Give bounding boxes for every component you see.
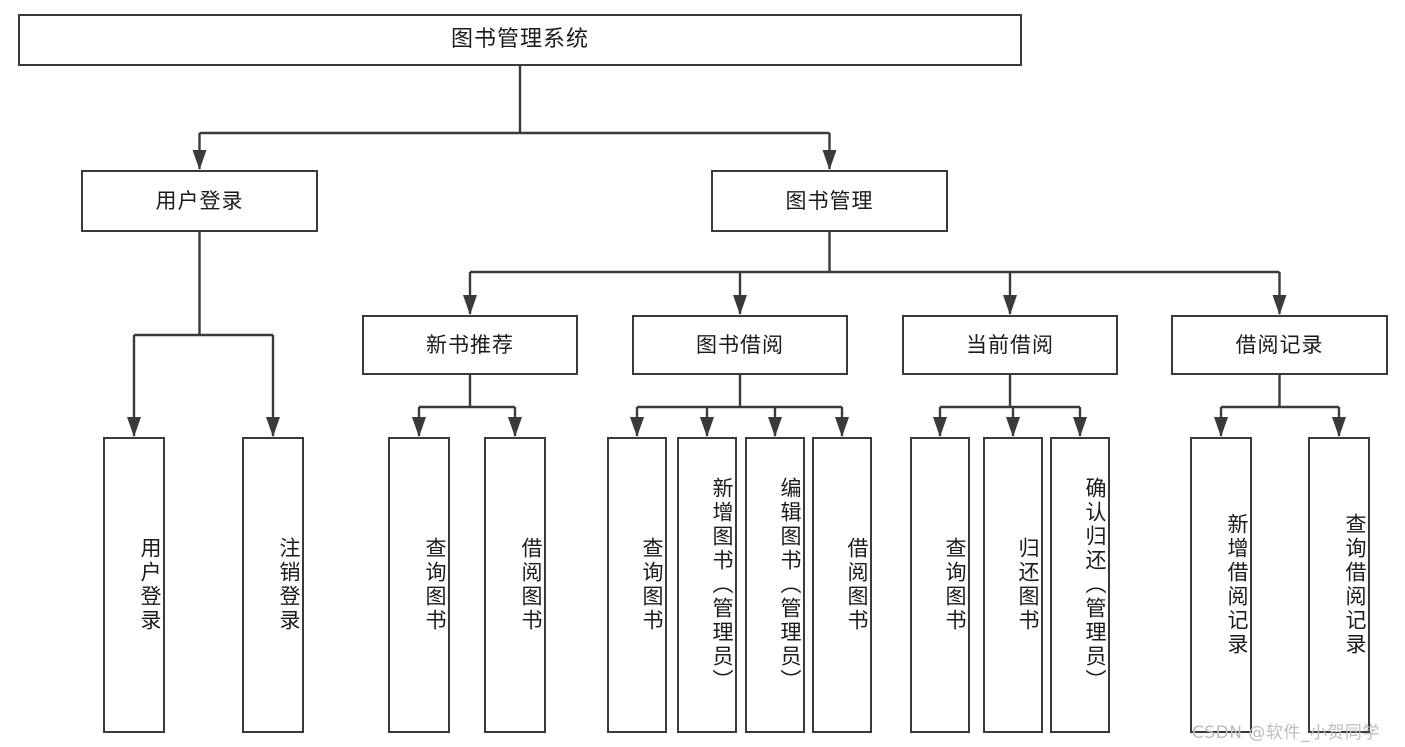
borrow-bus-arrow-l8 (835, 417, 849, 437)
node-newbook[interactable]: 新书推荐 (362, 315, 578, 375)
current-bus-arrow-l9 (933, 417, 947, 437)
borrow-bus-arrow-l7 (768, 417, 782, 437)
login-bus-arrow-l2 (266, 417, 280, 437)
node-records[interactable]: 借阅记录 (1171, 315, 1388, 375)
node-root[interactable]: 图书管理系统 (18, 14, 1022, 66)
node-l1[interactable]: 用户登录 (103, 437, 165, 733)
current-bus-arrow-l11 (1073, 417, 1087, 437)
newbook-bus-arrow-l3 (412, 417, 426, 437)
node-l5[interactable]: 查询图书 (607, 437, 667, 733)
node-l11[interactable]: 确认归还（管理员） (1050, 437, 1110, 733)
node-l6[interactable]: 新增图书（管理员） (677, 437, 737, 733)
node-l13[interactable]: 查询借阅记录 (1308, 437, 1370, 733)
node-borrow[interactable]: 图书借阅 (632, 315, 848, 375)
records-bus-arrow-l13 (1332, 417, 1346, 437)
current-bus-arrow-l10 (1006, 417, 1020, 437)
node-l2[interactable]: 注销登录 (242, 437, 304, 733)
bookmgmt-bus-arrow-current (1003, 295, 1017, 315)
root-bus-arrow-login (192, 150, 207, 170)
root-bus-arrow-bookmgmt (822, 150, 837, 170)
records-bus-arrow-l12 (1214, 417, 1228, 437)
watermark-label: CSDN @软件_小贺同学 (1192, 723, 1380, 743)
bookmgmt-bus-arrow-newbook (463, 295, 477, 315)
node-login[interactable]: 用户登录 (81, 170, 318, 232)
node-l12[interactable]: 新增借阅记录 (1190, 437, 1252, 733)
login-bus-arrow-l1 (127, 417, 141, 437)
node-bookmgmt[interactable]: 图书管理 (711, 170, 948, 232)
node-current[interactable]: 当前借阅 (902, 315, 1118, 375)
bookmgmt-bus-arrow-borrow (733, 295, 747, 315)
node-l4[interactable]: 借阅图书 (484, 437, 546, 733)
borrow-bus-arrow-l5 (630, 417, 644, 437)
bookmgmt-bus-arrow-records (1272, 295, 1287, 315)
node-l3[interactable]: 查询图书 (388, 437, 450, 733)
node-l7[interactable]: 编辑图书（管理员） (745, 437, 805, 733)
node-l8[interactable]: 借阅图书 (812, 437, 872, 733)
newbook-bus-arrow-l4 (508, 417, 522, 437)
node-l10[interactable]: 归还图书 (983, 437, 1043, 733)
borrow-bus-arrow-l6 (700, 417, 714, 437)
node-l9[interactable]: 查询图书 (910, 437, 970, 733)
